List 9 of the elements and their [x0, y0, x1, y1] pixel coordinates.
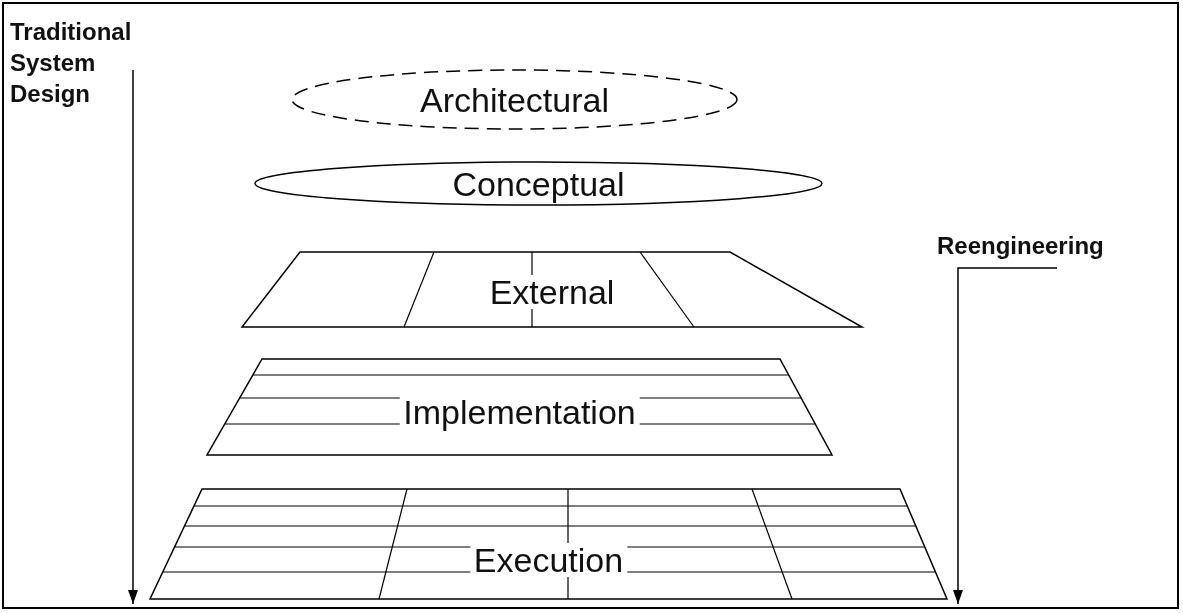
trapezoid-layer	[242, 252, 862, 327]
trapezoid-layer	[150, 489, 947, 599]
dashed-ellipse-layer	[292, 70, 737, 129]
axis-caption: Reengineering	[937, 231, 1105, 261]
axis-caption: Traditional System Design	[10, 17, 133, 109]
layer-label: Implementation	[399, 395, 640, 429]
layer-label: Execution	[469, 543, 628, 577]
ellipse-layer	[255, 162, 822, 205]
trapezoid-layer	[207, 359, 832, 455]
